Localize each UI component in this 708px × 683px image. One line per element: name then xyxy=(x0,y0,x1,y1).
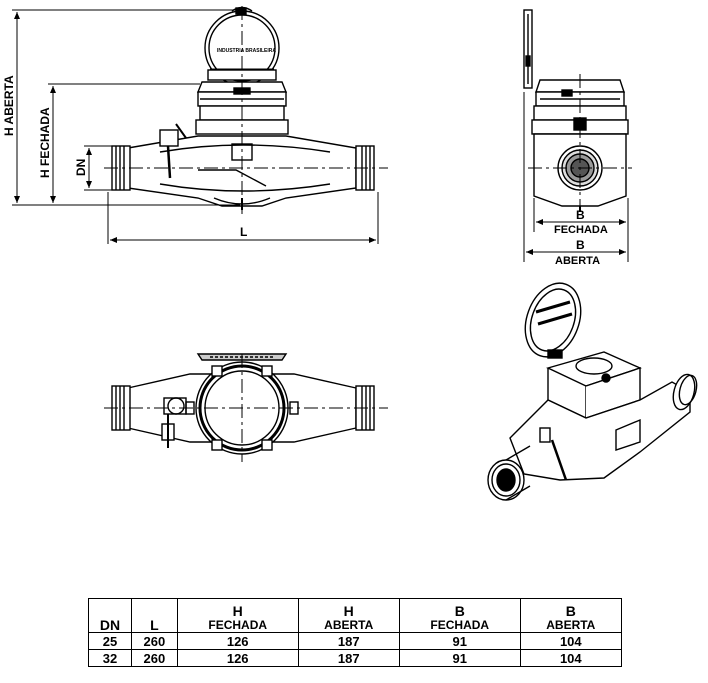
table-cell: 126 xyxy=(176,649,299,667)
side-left-connector xyxy=(111,145,131,191)
dn-label: DN xyxy=(74,159,88,176)
iso-lid xyxy=(524,282,582,359)
table-cell: 187 xyxy=(297,649,400,667)
side-dimensions xyxy=(12,9,379,244)
b-fechada-letter: B xyxy=(576,208,585,222)
l-label: L xyxy=(240,225,247,239)
end-lid xyxy=(523,9,533,89)
header-dn: DN xyxy=(88,598,132,633)
iso-right-connector xyxy=(672,373,698,411)
table-cell: 32 xyxy=(88,649,132,667)
table-cell: 260 xyxy=(130,632,178,650)
table-cell: 25 xyxy=(88,632,132,650)
lid-inscription: INDUSTRIA BRASILEIRA xyxy=(217,48,276,54)
side-body xyxy=(127,135,357,210)
table-cell: 260 xyxy=(130,649,178,667)
side-seal xyxy=(159,123,187,179)
table-cell: 91 xyxy=(398,649,521,667)
iso-register xyxy=(546,351,642,420)
iso-left-connector xyxy=(487,445,531,501)
h-aberta-label: H ABERTA xyxy=(2,75,16,136)
table-cell: 187 xyxy=(297,632,400,650)
table-cell: 104 xyxy=(519,632,623,650)
top-seal xyxy=(161,397,187,448)
isometric-view xyxy=(487,282,698,501)
h-fechada-label: H FECHADA xyxy=(38,107,52,178)
b-fechada-label: FECHADA xyxy=(554,224,608,236)
table-row: 32 260 126 187 91 104 xyxy=(88,649,623,667)
b-aberta-label: ABERTA xyxy=(555,255,600,267)
table-cell: 104 xyxy=(519,649,623,667)
table-row: 25 260 126 187 91 104 xyxy=(88,632,623,650)
side-view xyxy=(104,6,388,214)
end-view xyxy=(523,9,632,212)
top-view xyxy=(104,353,388,462)
b-aberta-letter: B xyxy=(576,238,585,252)
end-dimensions xyxy=(523,92,629,262)
table-cell: 91 xyxy=(398,632,521,650)
table-cell: 126 xyxy=(176,632,299,650)
header-l: L xyxy=(130,598,178,633)
